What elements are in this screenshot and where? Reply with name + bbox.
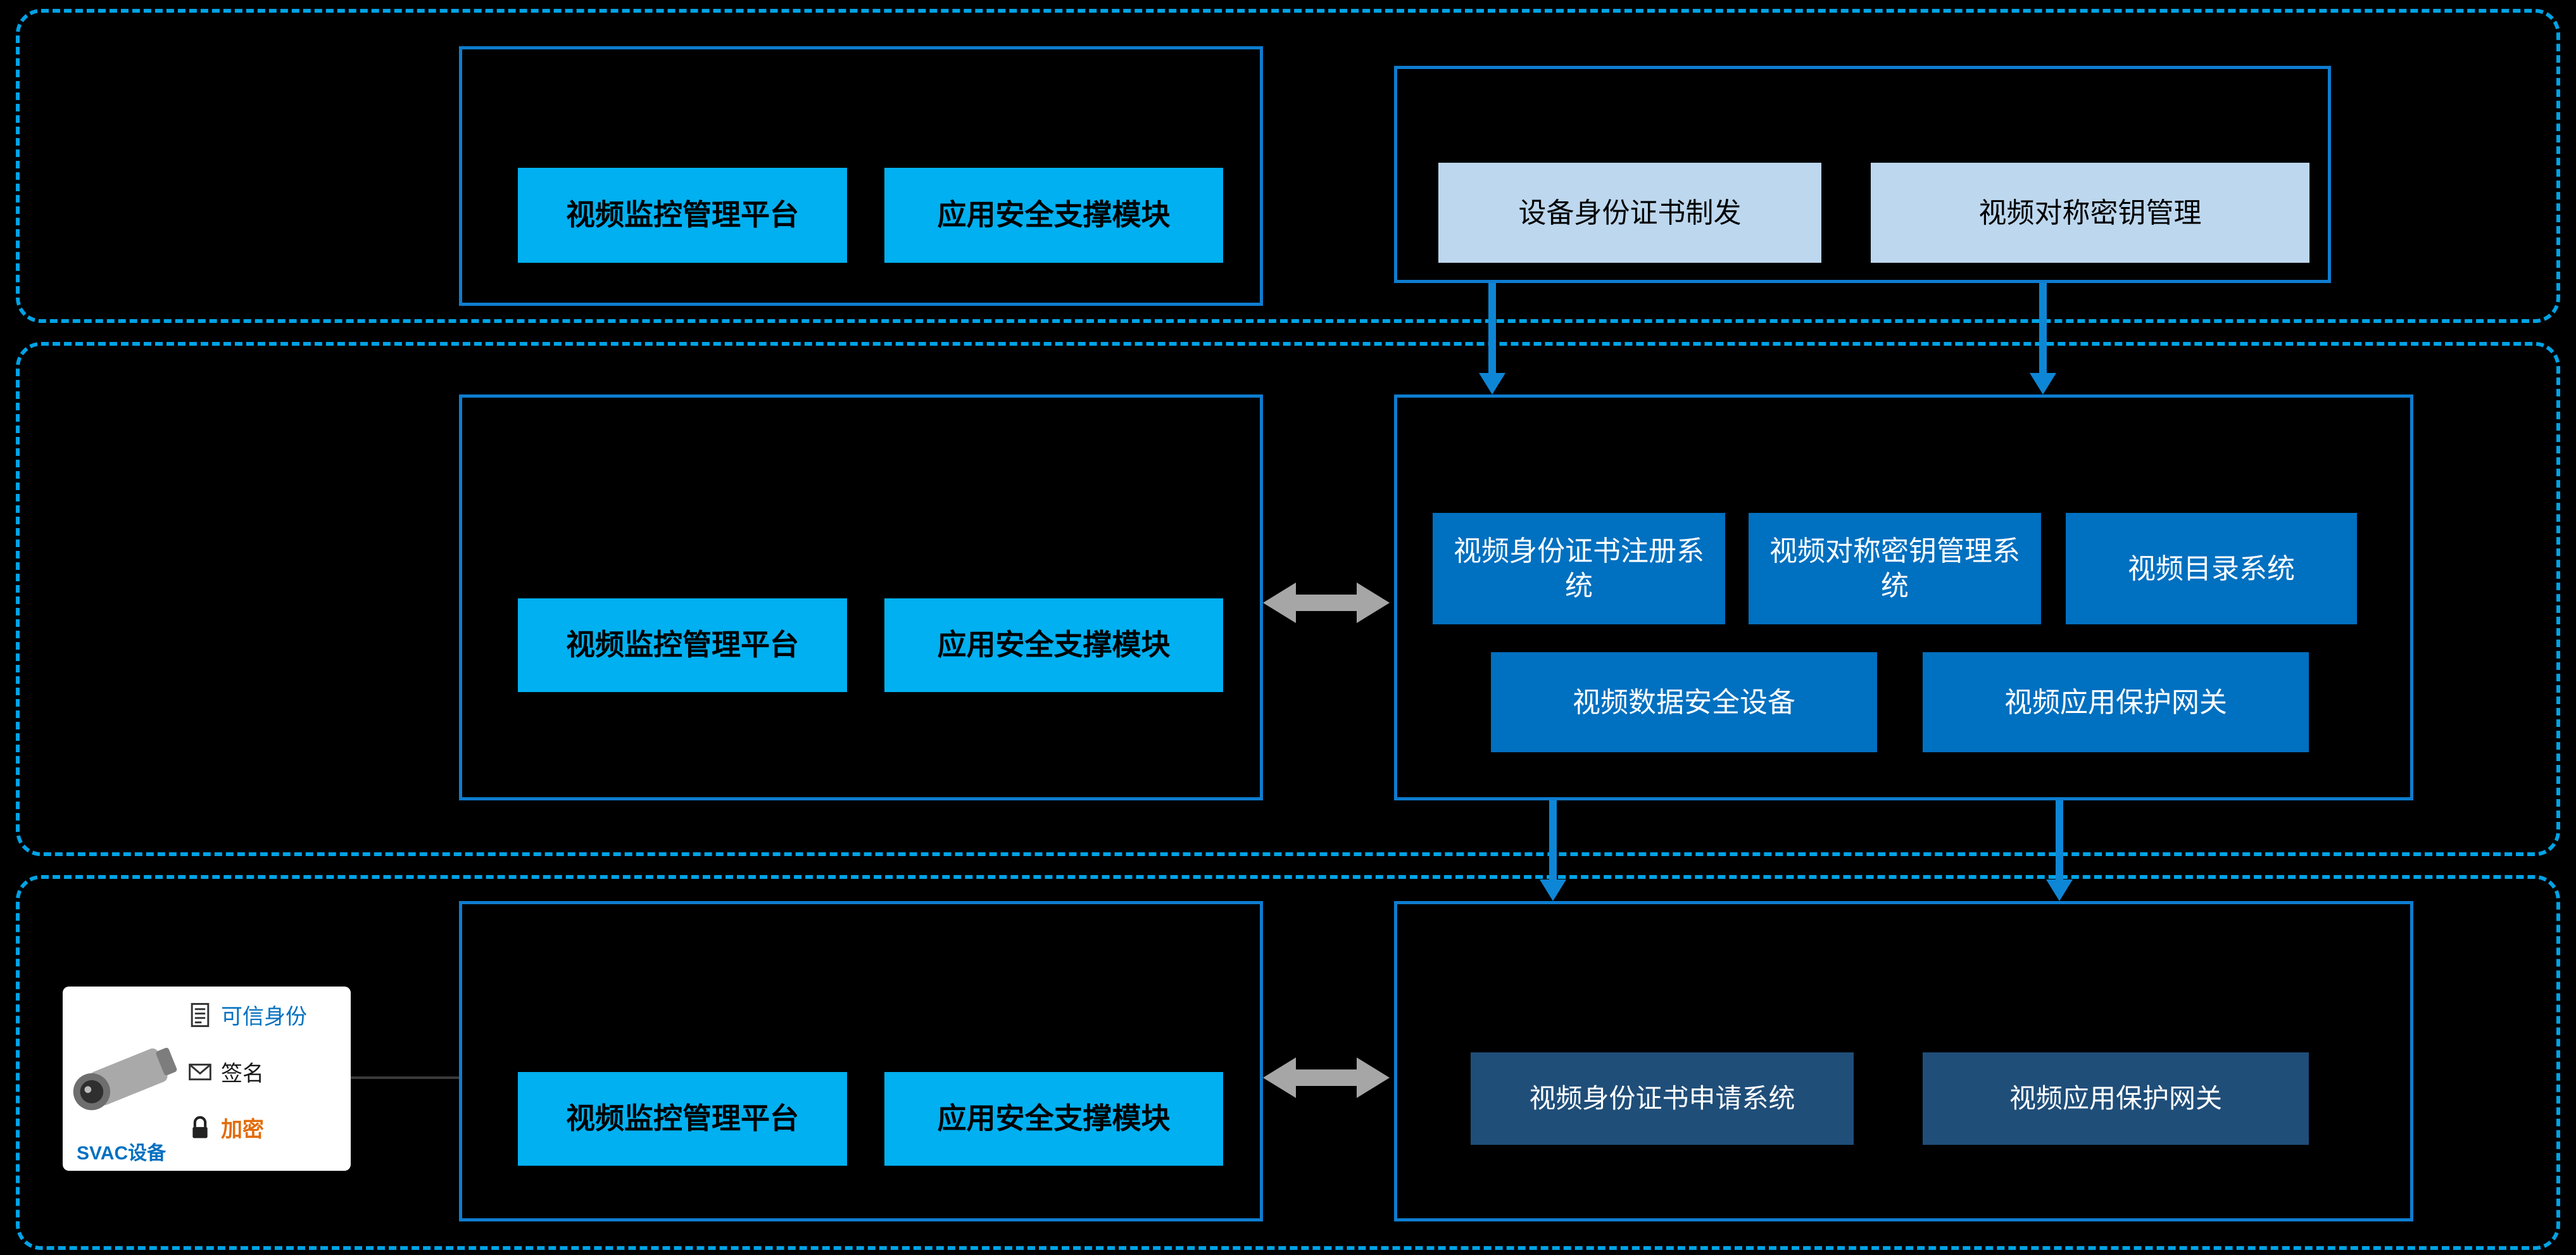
video-application-protection-gateway-box-middle: 视频应用保护网关 (1923, 652, 2309, 752)
down-arrow-to-protection-gateway (2056, 800, 2063, 880)
signature-row: 签名 (187, 1056, 264, 1087)
video-symmetric-key-management-box: 视频对称密钥管理 (1871, 163, 2309, 263)
bottom-security-systems-group-box: 视频身份证书申请系统 视频应用保护网关 (1394, 901, 2413, 1221)
top-video-platform-group-box: 视频监控管理平台 应用安全支撑模块 (459, 46, 1263, 306)
signature-label: 签名 (221, 1062, 264, 1086)
middle-video-management-platform-box: 视频监控管理平台 (518, 598, 847, 692)
certificate-icon (191, 1002, 210, 1027)
trusted-identity-row: 可信身份 (187, 999, 307, 1030)
svac-device-label: SVAC设备 (77, 1143, 166, 1164)
top-video-management-platform-box: 视频监控管理平台 (518, 168, 847, 263)
cctv-camera-icon (73, 1047, 177, 1111)
tier-bottom-boundary (16, 875, 2560, 1250)
middle-security-systems-group-box: 视频身份证书注册系统 视频对称密钥管理系统 视频目录系统 视频数据安全设备 视频… (1394, 394, 2413, 800)
encryption-label: 加密 (221, 1118, 264, 1142)
camera-connector-line (351, 1076, 459, 1079)
video-symmetric-key-management-system-box: 视频对称密钥管理系统 (1749, 513, 2041, 624)
top-app-security-support-module-box: 应用安全支撑模块 (884, 168, 1223, 263)
middle-app-security-support-module-box: 应用安全支撑模块 (884, 598, 1223, 692)
down-arrow-to-cert-apply (1549, 800, 1557, 880)
trusted-identity-label: 可信身份 (221, 1005, 307, 1029)
tier-middle-boundary (16, 342, 2560, 856)
encryption-row: 加密 (187, 1112, 264, 1143)
bottom-video-management-platform-box: 视频监控管理平台 (518, 1072, 847, 1166)
bottom-video-platform-group-box: 视频监控管理平台 应用安全支撑模块 (459, 901, 1263, 1221)
video-identity-cert-apply-system-box: 视频身份证书申请系统 (1471, 1052, 1854, 1145)
device-identity-cert-issuance-box: 设备身份证书制发 (1438, 163, 1821, 263)
middle-video-platform-group-box: 视频监控管理平台 应用安全支撑模块 (459, 394, 1263, 800)
bottom-app-security-support-module-box: 应用安全支撑模块 (884, 1072, 1223, 1166)
video-directory-system-box: 视频目录系统 (2066, 513, 2357, 624)
down-arrow-key-management (2039, 283, 2047, 373)
bidirectional-arrow-bottom (1263, 1057, 1390, 1098)
tier-top-boundary (16, 9, 2560, 323)
video-application-protection-gateway-box-bottom: 视频应用保护网关 (1923, 1052, 2309, 1145)
envelope-icon (189, 1063, 211, 1080)
top-ca-services-group-box: 设备身份证书制发 视频对称密钥管理 (1394, 66, 2331, 283)
down-arrow-cert-issuance (1488, 283, 1496, 373)
lock-icon (192, 1116, 208, 1138)
svac-device-panel: 可信身份 签名 加密 SVAC设备 (63, 987, 351, 1171)
bidirectional-arrow-middle (1263, 583, 1390, 623)
video-identity-cert-registration-system-box: 视频身份证书注册系统 (1433, 513, 1725, 624)
video-data-security-device-box: 视频数据安全设备 (1491, 652, 1877, 752)
